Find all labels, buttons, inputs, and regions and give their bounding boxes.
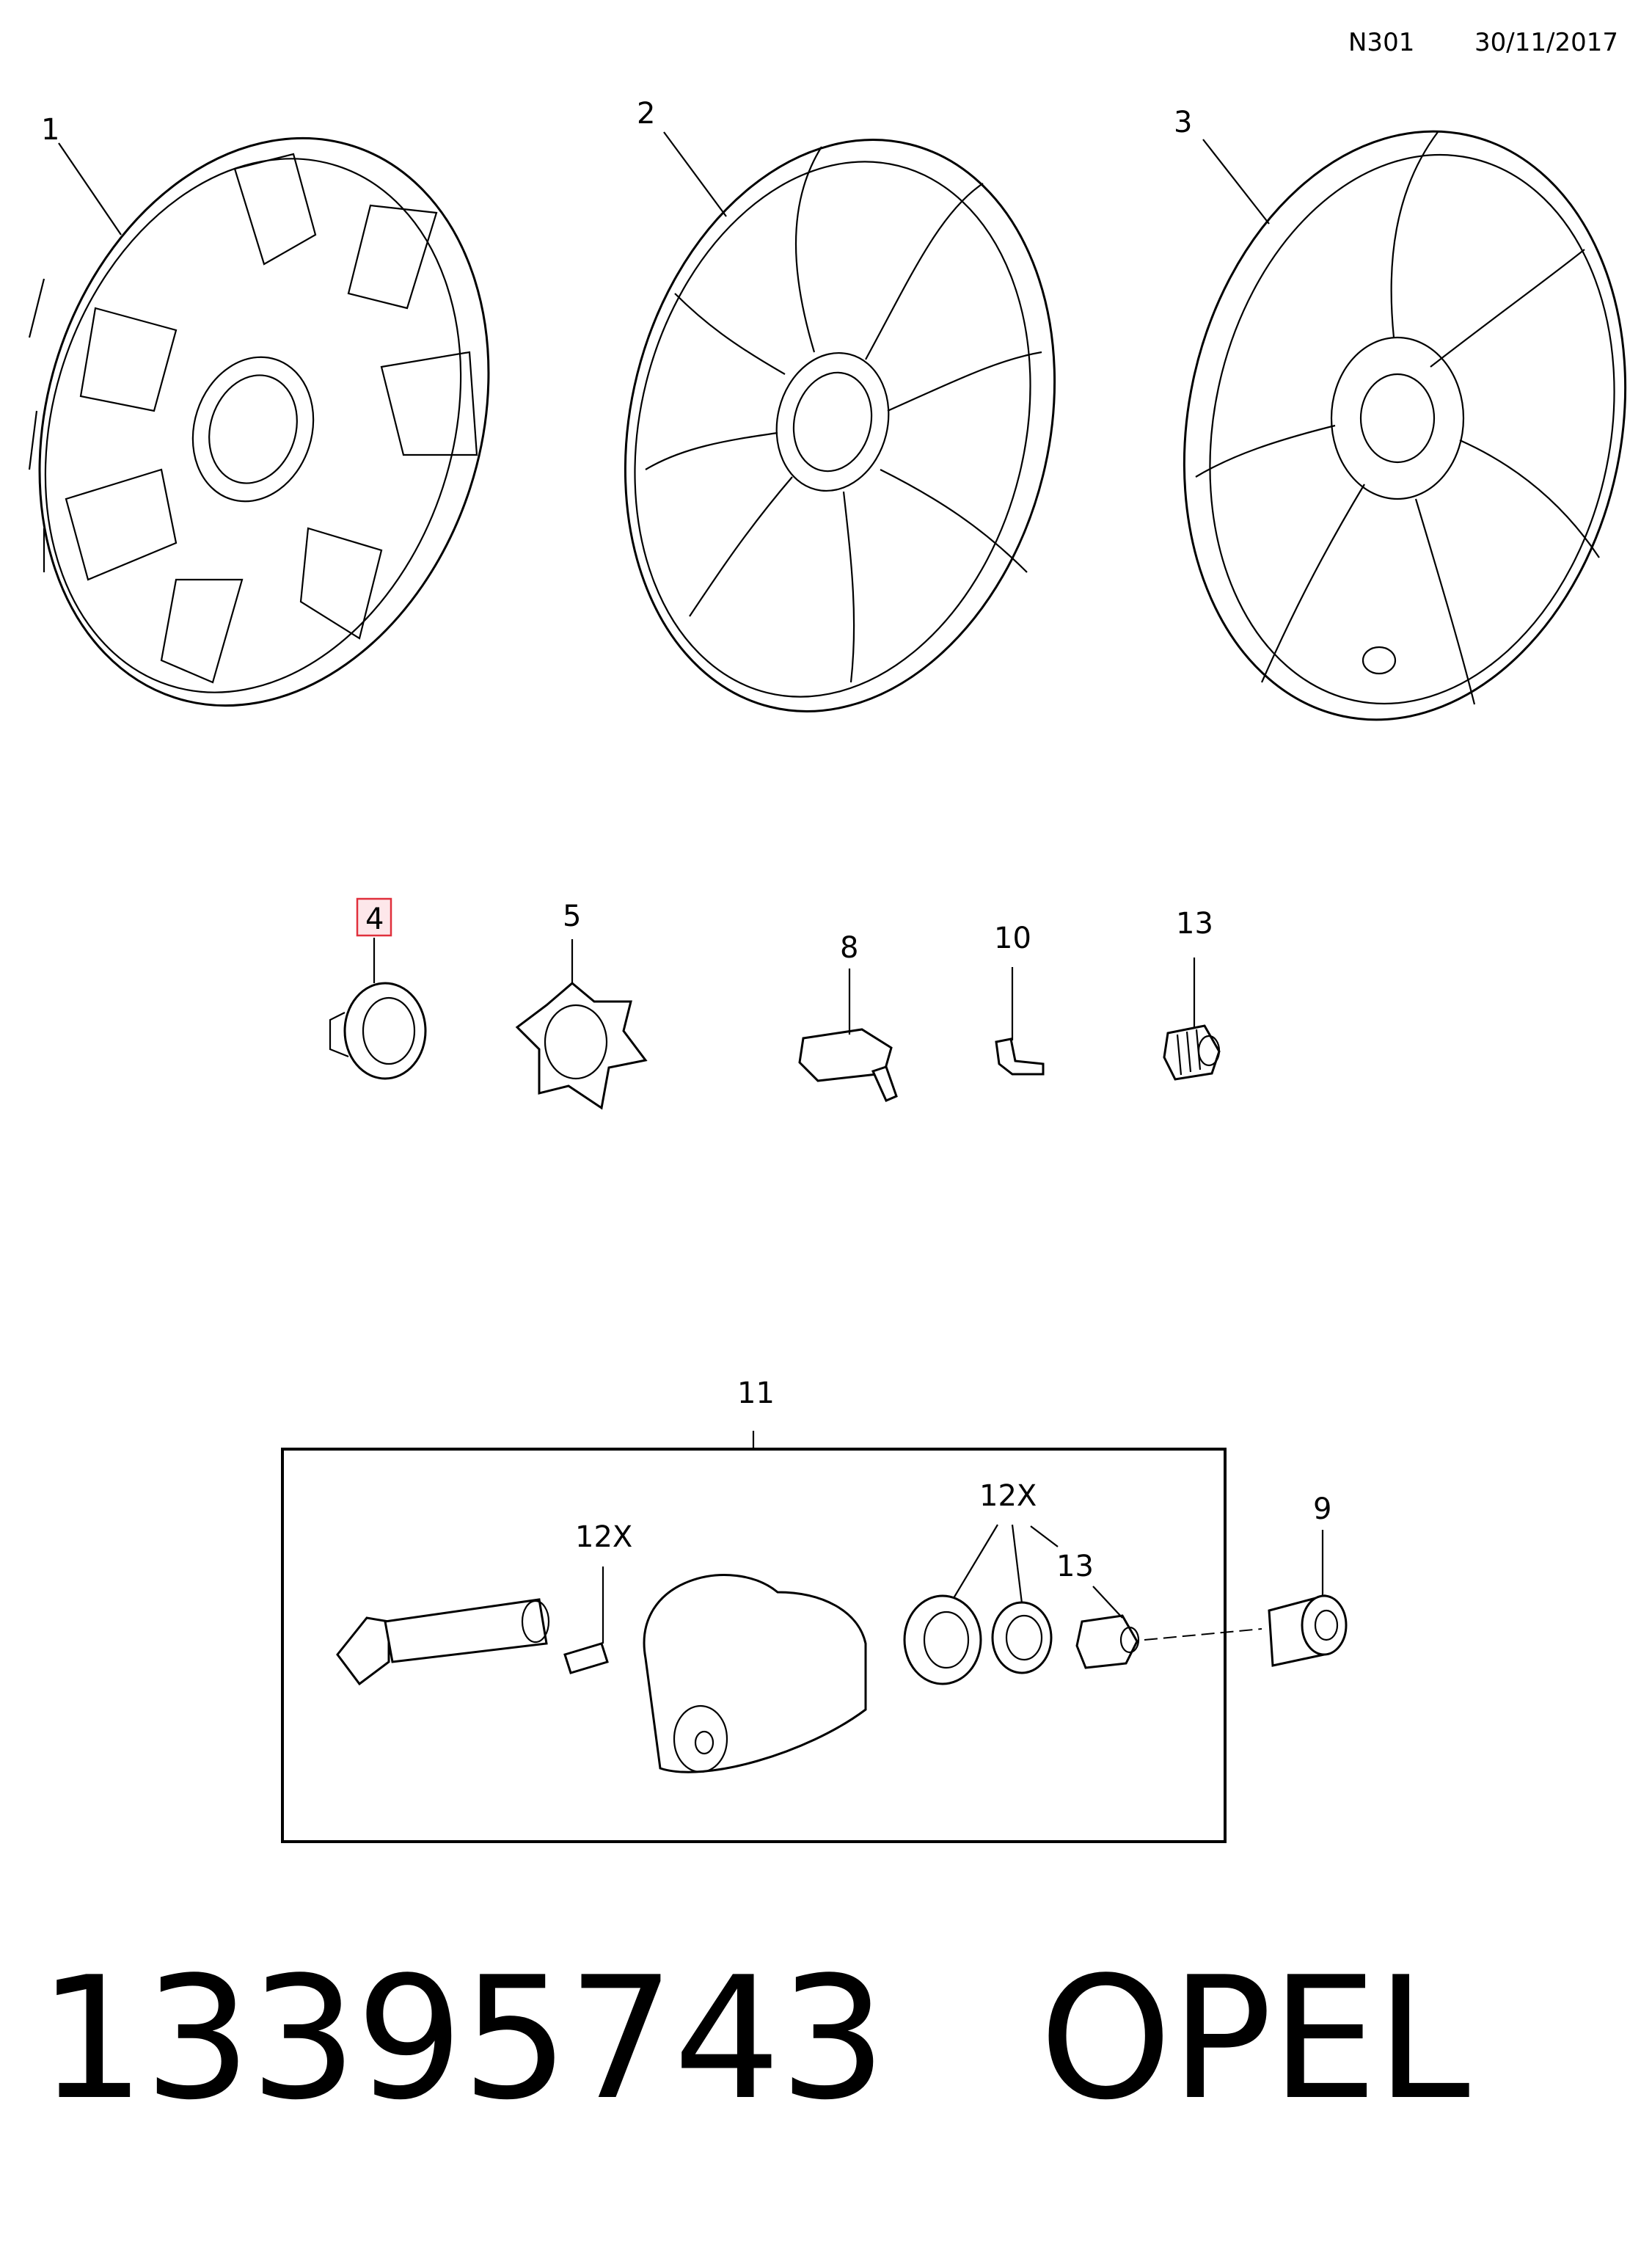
valve-cap-13[interactable]	[1163, 1024, 1221, 1081]
callout-12x-right[interactable]: 12X	[979, 1479, 1037, 1513]
tpms-sensor-8[interactable]	[798, 1028, 898, 1102]
valve-stem-10[interactable]	[995, 1037, 1045, 1076]
selected-callout-highlight	[356, 897, 392, 937]
center-cap-5[interactable]	[515, 982, 648, 1110]
kit-valve-core-12x[interactable]	[563, 1642, 609, 1674]
kit-grommet-12x[interactable]	[991, 1601, 1053, 1674]
callout-10[interactable]: 10	[994, 922, 1031, 955]
callout-11[interactable]: 11	[737, 1376, 775, 1410]
part-number: 13395743	[38, 1941, 887, 2137]
hubcap-3[interactable]	[1131, 90, 1652, 762]
kit-nut-12x[interactable]	[903, 1594, 982, 1685]
callout-13-kit[interactable]: 13	[1056, 1550, 1094, 1583]
callout-1[interactable]: 1	[41, 113, 59, 147]
hubcap-2[interactable]	[567, 94, 1113, 757]
kit-valve-stem[interactable]	[336, 1598, 550, 1686]
brand-name: OPEL	[1039, 1941, 1470, 2137]
callout-3[interactable]: 3	[1174, 106, 1192, 139]
callout-12x-left[interactable]: 12X	[575, 1520, 632, 1554]
callout-13[interactable]: 13	[1176, 907, 1213, 941]
diagram-date: 30/11/2017	[1474, 28, 1618, 57]
assembly-axis	[1144, 1628, 1262, 1641]
kit-valve-cap-13[interactable]	[1075, 1614, 1140, 1669]
center-cap-4[interactable]	[329, 982, 427, 1080]
callout-2[interactable]: 2	[637, 97, 655, 131]
kit-tpms-sensor[interactable]	[643, 1574, 867, 1773]
parts-diagram: 1 2 3 4 5 8 10 13 11 12X 12X 13 9	[0, 79, 1652, 1843]
callout-8[interactable]: 8	[840, 931, 858, 965]
hubcap-1[interactable]	[0, 79, 560, 765]
diagram-code: N301	[1348, 28, 1415, 57]
callout-9[interactable]: 9	[1313, 1492, 1331, 1526]
callout-4[interactable]: 4	[365, 902, 384, 936]
callout-5[interactable]: 5	[563, 900, 581, 933]
socket-tool-9[interactable]	[1268, 1594, 1348, 1667]
